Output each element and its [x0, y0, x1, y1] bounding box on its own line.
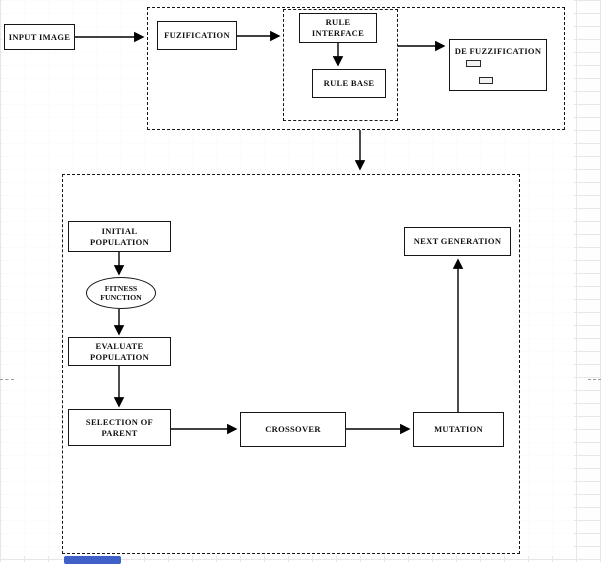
pagebreak-marker-left — [0, 379, 14, 380]
node-evaluate-population: EVALUATE POPULATION — [68, 337, 171, 366]
node-label: MUTATION — [434, 424, 483, 435]
artifact-mark — [479, 77, 493, 84]
node-label: SELECTION OF PARENT — [85, 416, 154, 438]
node-label: FITNESS FUNCTION — [100, 283, 142, 302]
node-label: EVALUATE POPULATION — [89, 340, 150, 362]
node-rule-base: RULE BASE — [312, 69, 386, 98]
bottom-blue-cell — [64, 556, 121, 564]
node-selection-of-parent: SELECTION OF PARENT — [68, 409, 171, 446]
node-defuzzification: DE FUZZIFICATION — [449, 39, 547, 91]
node-mutation: MUTATION — [413, 412, 504, 447]
node-fitness-function: FITNESS FUNCTION — [86, 277, 156, 309]
node-input-image: INPUT IMAGE — [4, 24, 75, 50]
node-rule-interface: RULE INTERFACE — [299, 13, 377, 43]
node-next-generation: NEXT GENERATION — [404, 227, 511, 256]
node-label: NEXT GENERATION — [413, 236, 502, 247]
node-label: RULE INTERFACE — [311, 17, 365, 38]
node-label: CROSSOVER — [265, 424, 321, 435]
node-label: INPUT IMAGE — [8, 31, 71, 42]
node-label: DE FUZZIFICATION — [454, 46, 542, 56]
node-label: INITIAL POPULATION — [89, 225, 150, 247]
node-label: RULE BASE — [323, 78, 375, 89]
artifact-mark — [466, 60, 481, 67]
node-initial-population: INITIAL POPULATION — [68, 221, 171, 252]
node-fuzification: FUZIFICATION — [157, 21, 237, 50]
node-label: FUZIFICATION — [164, 30, 230, 41]
node-crossover: CROSSOVER — [240, 412, 346, 447]
pagebreak-marker-right — [588, 379, 601, 380]
